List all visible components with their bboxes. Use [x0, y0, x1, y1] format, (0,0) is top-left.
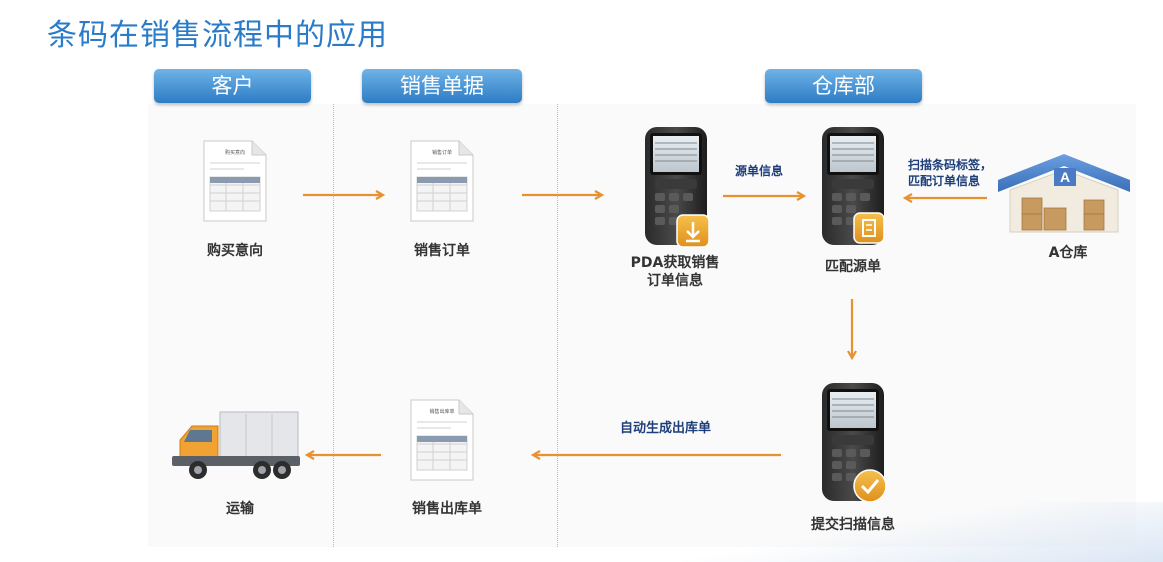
edge-label-line: 匹配订单信息 [908, 174, 981, 188]
diagram-panel [148, 104, 1136, 547]
pda-download-icon [645, 127, 710, 248]
pda-check-icon [822, 383, 887, 503]
node-label-line: 订单信息 [647, 273, 703, 289]
node-label-transport: 运输 [226, 501, 254, 517]
node-label-purchase-intent: 购买意向 [207, 243, 263, 259]
edge-label-auto-generate: 自动生成出库单 [620, 421, 712, 436]
truck-icon [172, 411, 300, 479]
warehouse-icon: A [998, 154, 1130, 233]
doc-heading: 销售订单 [432, 149, 452, 156]
edge-label-scan: 扫描条码标签， 匹配订单信息 [908, 157, 992, 189]
lane-divider [557, 104, 558, 547]
doc-heading: 销售出库单 [429, 408, 454, 415]
arrows [303, 195, 987, 455]
warehouse-sign: A [1060, 169, 1070, 185]
node-label-outbound-order: 销售出库单 [412, 501, 482, 517]
document-icon: 购买意向 [203, 140, 267, 222]
pda-document-icon [822, 127, 885, 245]
slide-title: 条码在销售流程中的应用 [47, 18, 388, 53]
node-label-sales-order: 销售订单 [414, 243, 470, 259]
node-label-warehouse-a: A仓库 [1048, 245, 1088, 261]
node-label-pda-get-order: PDA获取销售 订单信息 [610, 254, 740, 290]
decorative-swoosh [683, 502, 1163, 562]
node-label-submit-scan: 提交扫描信息 [811, 517, 895, 533]
lane-header-customer: 客户 [154, 69, 311, 103]
lane-header-warehouse: 仓库部 [765, 69, 922, 103]
lane-divider [333, 104, 334, 547]
edge-label-line: 扫描条码标签， [908, 158, 993, 172]
doc-heading: 购买意向 [225, 149, 245, 156]
edge-label-source-info: 源单信息 [735, 164, 784, 178]
node-label-line: PDA获取销售 [630, 255, 720, 271]
lane-header-sales-docs: 销售单据 [362, 69, 522, 103]
document-icon: 销售出库单 [410, 399, 474, 481]
node-label-match-source: 匹配源单 [825, 259, 881, 275]
document-icon: 销售订单 [410, 140, 474, 222]
